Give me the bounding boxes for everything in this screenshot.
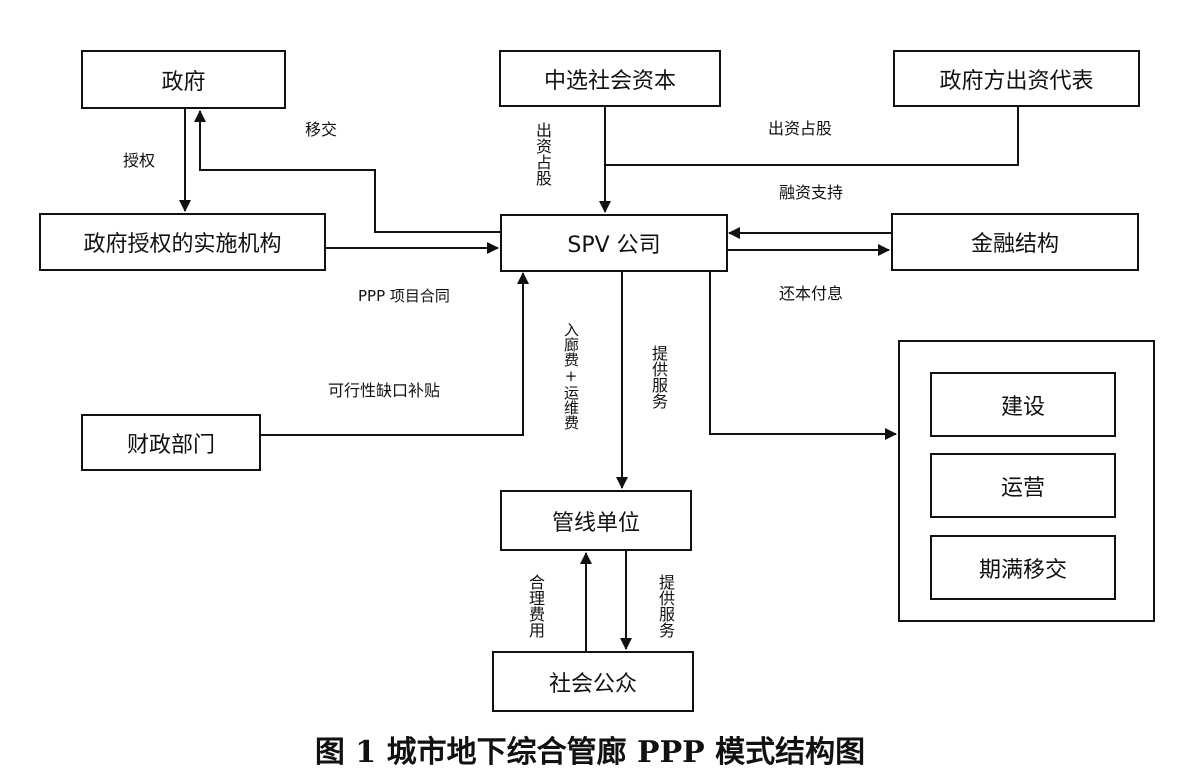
- node-public: 社会公众: [492, 651, 694, 712]
- node-selected-capital: 中选社会资本: [499, 50, 721, 107]
- node-finance: 金融结构: [891, 213, 1139, 271]
- edge-spv-lifecycle: [709, 272, 897, 440]
- label-handover: 移交: [305, 120, 338, 139]
- label-provide-service-public: 提供服务: [656, 574, 675, 638]
- edge-handover: [194, 110, 500, 233]
- node-spv: SPV 公司: [500, 214, 728, 272]
- node-transfer: 期满移交: [930, 535, 1116, 600]
- node-pipeline-unit: 管线单位: [500, 490, 692, 551]
- node-construction: 建设: [930, 372, 1116, 437]
- node-finance-dept: 财政部门: [81, 414, 261, 471]
- label-financing-support: 融资支持: [779, 183, 844, 202]
- label-viability-gap: 可行性缺口补贴: [328, 381, 441, 400]
- edge-viability-gap: [261, 272, 529, 436]
- figure-caption: 图 1 城市地下综合管廊 PPP 模式结构图: [314, 735, 866, 770]
- node-government: 政府: [81, 50, 286, 109]
- label-ppp-contract: PPP 项目合同: [358, 287, 450, 305]
- label-provide-service-spv: 提供服务: [649, 345, 668, 409]
- node-implementing-agency: 政府授权的实施机构: [39, 213, 326, 271]
- label-equity-right: 出资占股: [768, 119, 833, 138]
- edge-equity-gov: [605, 107, 1019, 166]
- label-entry-fee: 入廊费+运维费: [562, 322, 580, 430]
- label-reasonable-fee: 合理费用: [526, 574, 545, 638]
- label-repay: 还本付息: [779, 284, 844, 303]
- label-authorize: 授权: [123, 151, 156, 170]
- node-operation: 运营: [930, 453, 1116, 518]
- label-equity-left: 出资占股: [533, 122, 552, 186]
- lifecycle-group: [898, 340, 1155, 622]
- node-gov-investor: 政府方出资代表: [893, 50, 1140, 107]
